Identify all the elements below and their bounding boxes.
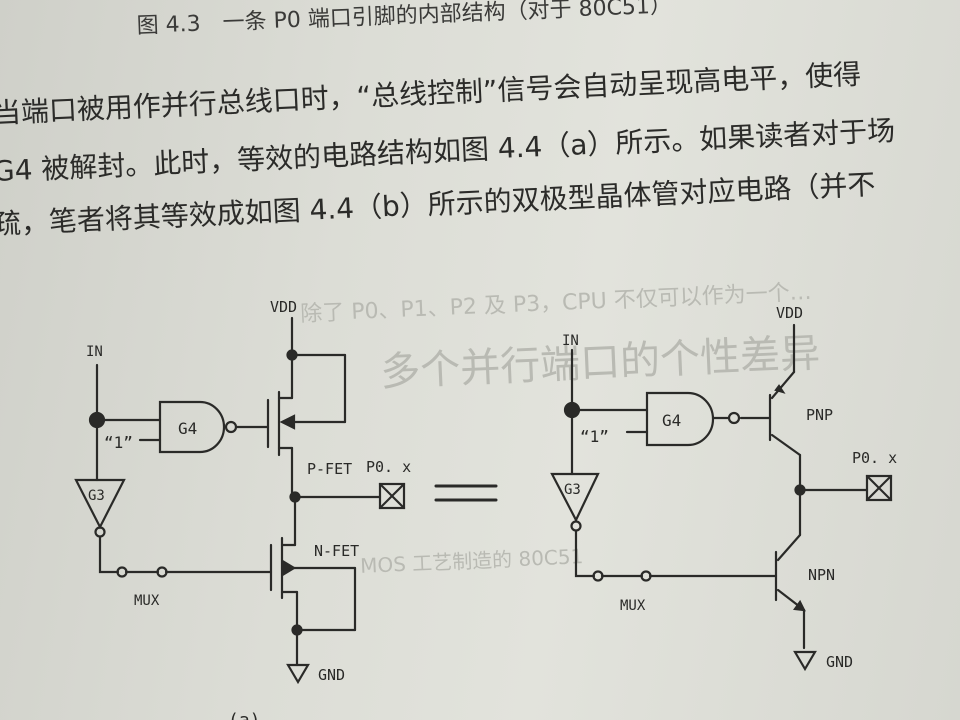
b-gnd-label: GND xyxy=(826,653,853,671)
a-pfet-label: P-FET xyxy=(307,460,352,478)
b-g3-output-wire xyxy=(574,529,596,578)
b-npn-collector xyxy=(776,533,802,562)
b-in-label: IN xyxy=(562,333,579,349)
b-pnp-arrow xyxy=(774,384,786,394)
b-g3-bubble xyxy=(570,520,582,532)
b-port-label: P0. x xyxy=(852,449,897,467)
b-g3-label: G3 xyxy=(564,482,581,498)
a-gnd-label: GND xyxy=(318,666,345,684)
a-g3-label: G3 xyxy=(88,488,105,504)
a-pfet-arrow xyxy=(279,414,296,430)
b-one-label: “1” xyxy=(580,427,609,446)
b-g4-gate xyxy=(645,391,715,447)
a-g4-label: G4 xyxy=(178,419,197,438)
a-port-pin xyxy=(378,482,406,510)
b-pnp-collector xyxy=(770,433,802,457)
b-pnp-emitter xyxy=(770,370,796,400)
b-npn-label: NPN xyxy=(808,566,835,584)
a-vdd-label: VDD xyxy=(270,298,297,316)
a-sub-label: (a) xyxy=(228,710,261,720)
b-g4-bubble xyxy=(727,411,741,425)
b-pnp-label: PNP xyxy=(806,406,833,424)
b-port-pin-cross-2 xyxy=(865,474,893,502)
a-g3-output-wire xyxy=(98,535,120,574)
b-gnd-symbol xyxy=(793,650,817,672)
circuit-a xyxy=(74,316,406,685)
a-gnd-symbol xyxy=(286,663,310,685)
b-g4-label: G4 xyxy=(662,411,681,430)
b-mux-label: MUX xyxy=(620,598,646,614)
a-g3-buffer xyxy=(74,478,126,530)
a-port-label: P0. x xyxy=(366,458,411,476)
a-in-label: IN xyxy=(86,344,103,360)
b-npn-arrow xyxy=(793,599,806,612)
a-mux-label: MUX xyxy=(134,593,160,609)
b-vdd-label: VDD xyxy=(776,304,803,322)
a-g4-gate xyxy=(158,400,226,454)
a-g4-bubble xyxy=(224,420,238,434)
b-g3-buffer xyxy=(550,472,600,523)
a-nfet-label: N-FET xyxy=(314,542,359,560)
a-nfet-arrow xyxy=(282,560,297,576)
a-one-label: “1” xyxy=(104,433,133,452)
a-port-pin-cross-2 xyxy=(378,482,406,510)
b-port-pin xyxy=(865,474,893,502)
circuit-b xyxy=(550,323,893,672)
